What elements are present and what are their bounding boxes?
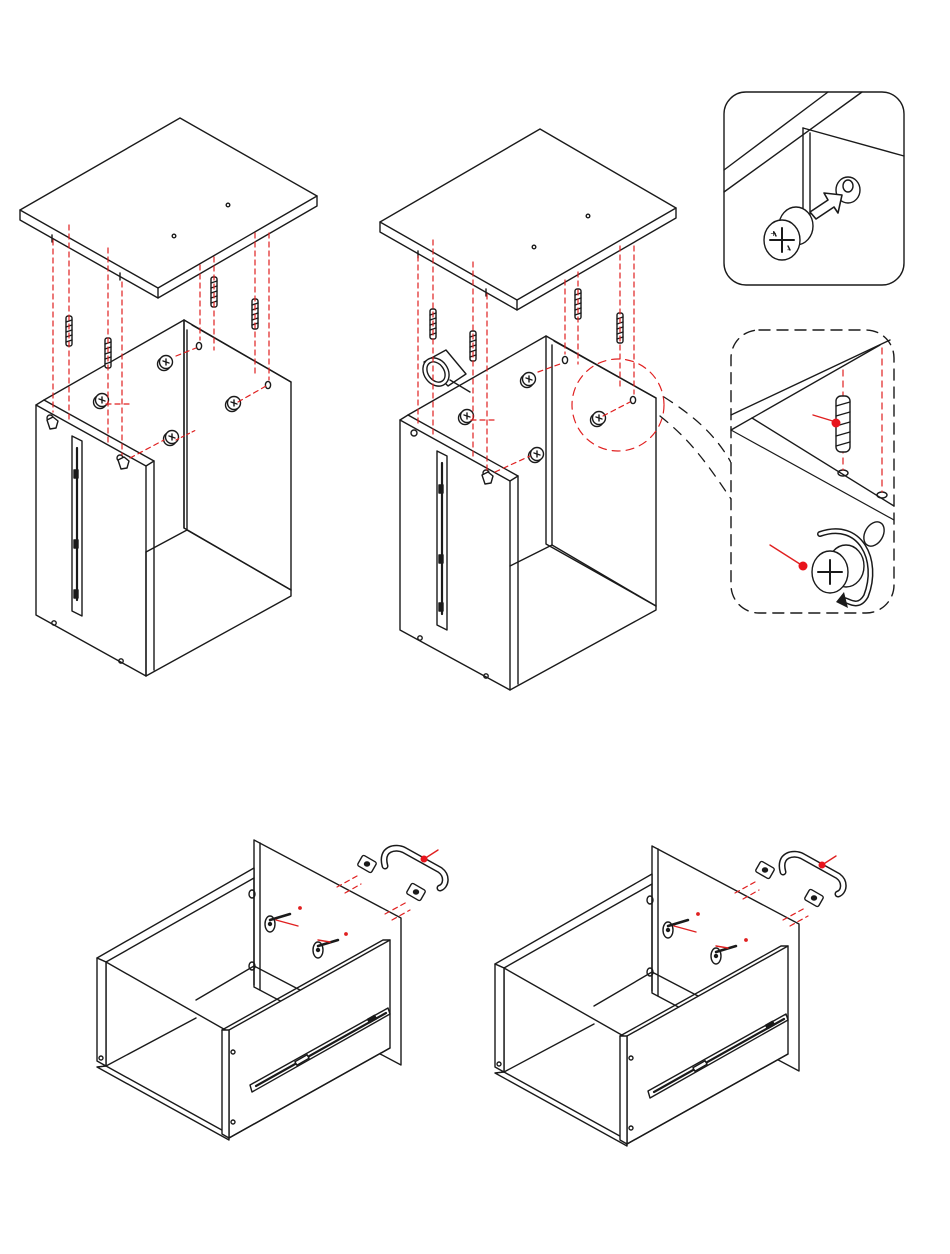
drawer-rail <box>437 451 447 630</box>
drawer-rail <box>72 436 82 616</box>
carcass <box>400 336 656 690</box>
callout-dot <box>421 856 428 863</box>
washer <box>804 889 824 907</box>
cam-lock <box>94 394 109 409</box>
handle <box>384 848 445 888</box>
cam-lock <box>459 410 474 425</box>
attach-top-panel-step <box>20 118 317 676</box>
washer <box>755 861 775 879</box>
callout-dot <box>832 419 841 428</box>
tighten-cam-locks-step <box>380 129 676 690</box>
top-panel <box>380 129 676 310</box>
callout-dot <box>799 562 808 571</box>
svg-text:-: - <box>787 245 790 254</box>
handle <box>782 854 843 894</box>
cam-lock <box>164 431 179 446</box>
cam-lock <box>158 356 173 371</box>
drawer-handle-step-b <box>495 846 843 1146</box>
cam-lock <box>521 373 536 388</box>
callout-dot <box>819 862 826 869</box>
washer <box>357 855 377 873</box>
zoom-connector <box>660 397 735 505</box>
carcass <box>36 320 291 676</box>
cam-insert-detail: + - <box>724 92 904 285</box>
top-panel <box>20 118 317 298</box>
cam-tighten-detail <box>731 330 894 613</box>
washer <box>406 883 426 901</box>
svg-text:+: + <box>770 229 777 238</box>
drawer-handle-step-a <box>97 840 445 1140</box>
screwdriver <box>418 350 470 392</box>
cam-lock <box>529 448 544 463</box>
